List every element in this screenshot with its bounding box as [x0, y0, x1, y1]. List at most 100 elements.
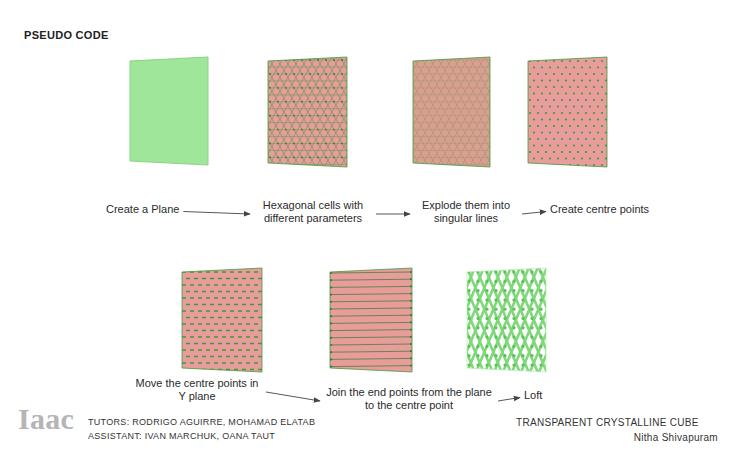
panel-surface — [182, 268, 262, 372]
point-dot — [269, 143, 271, 145]
loft-strip — [368, 268, 412, 372]
moved-point — [218, 304, 222, 306]
point-dot — [333, 129, 335, 131]
loft-strip — [368, 268, 412, 372]
moved-point — [202, 304, 206, 306]
moved-point — [254, 323, 258, 325]
joined-line — [330, 358, 412, 359]
step-caption: Explode them into singular lines — [412, 198, 520, 226]
loft-strip — [341, 268, 385, 372]
loft-strip — [566, 268, 610, 372]
point-dot — [494, 345, 497, 348]
moved-point — [254, 362, 258, 364]
panel-outline — [182, 268, 262, 372]
point-dot — [601, 60, 603, 62]
point-dot — [309, 157, 311, 159]
joined-line — [330, 351, 412, 352]
joined-line — [330, 315, 412, 316]
point-dot — [561, 99, 563, 101]
point-dot — [485, 354, 488, 357]
moved-point — [242, 291, 246, 293]
point-dot — [301, 143, 303, 145]
point-dot — [581, 144, 583, 146]
moved-point — [218, 330, 222, 332]
grid-stroke — [317, 57, 381, 167]
panel-pattern — [140, 57, 452, 167]
moved-point — [206, 297, 210, 299]
loft-strip — [440, 268, 484, 372]
point-dot — [317, 157, 319, 159]
point-dot — [485, 326, 488, 329]
moved-point — [214, 284, 218, 286]
point-dot — [293, 129, 295, 131]
step-text: Explode them into singular lines — [414, 199, 518, 225]
loft-strip — [593, 268, 637, 372]
point-dot — [577, 60, 579, 62]
point-dot — [269, 157, 271, 159]
point-dot — [537, 151, 539, 153]
point-dot — [317, 143, 319, 145]
step-text: Create a Plane — [106, 203, 179, 216]
loft-strip — [458, 268, 502, 372]
point-dot — [503, 326, 506, 329]
point-dot — [569, 125, 571, 127]
point-dot — [317, 129, 319, 131]
point-dot — [597, 144, 599, 146]
point-dot — [549, 144, 551, 146]
point-dot — [309, 101, 311, 103]
point-dot — [285, 157, 287, 159]
grid-stroke — [148, 57, 212, 167]
point-dot — [573, 92, 575, 94]
moved-point — [242, 278, 246, 280]
point-dot — [285, 87, 287, 89]
moved-point — [234, 317, 238, 319]
point-dot — [593, 99, 595, 101]
grid-stroke — [413, 115, 490, 116]
moved-point — [198, 284, 202, 286]
point-dot — [577, 99, 579, 101]
point-dot — [530, 363, 533, 366]
loft-strip — [557, 268, 601, 372]
loft-strip — [494, 268, 538, 372]
point-dot — [325, 143, 327, 145]
point-dot — [503, 363, 506, 366]
point-dot — [593, 112, 595, 114]
moved-point — [194, 291, 198, 293]
grid-stroke — [268, 80, 347, 81]
loft-strip — [314, 268, 358, 372]
moved-point — [190, 362, 194, 364]
point-dot — [573, 144, 575, 146]
moved-point — [238, 297, 242, 299]
moved-point — [190, 349, 194, 351]
grid-stroke — [349, 57, 413, 167]
grid-stroke — [317, 57, 381, 167]
point-dot — [503, 280, 506, 283]
panel-pattern — [528, 57, 607, 167]
point-dot — [545, 151, 547, 153]
point-dot — [541, 131, 543, 133]
point-dot — [601, 125, 603, 127]
point-dot — [569, 60, 571, 62]
loft-strip — [512, 268, 556, 372]
point-dot — [503, 345, 506, 348]
panel-pattern — [330, 268, 412, 372]
grid-stroke — [172, 57, 236, 167]
moved-point — [242, 356, 246, 358]
moved-point — [182, 362, 186, 364]
grid-stroke — [204, 57, 268, 167]
point-dot — [476, 317, 479, 320]
panel-points — [528, 57, 607, 167]
point-dot — [341, 129, 343, 131]
loft-strip — [404, 268, 448, 372]
loft-strip — [314, 268, 358, 372]
moved-point — [254, 297, 258, 299]
point-dot — [539, 308, 542, 311]
panel-hex — [140, 57, 452, 167]
moved-point — [246, 271, 250, 273]
point-dot — [521, 354, 524, 357]
point-dot — [541, 118, 543, 120]
point-dot — [533, 144, 535, 146]
panel-surface — [528, 57, 607, 167]
moved-point — [242, 369, 246, 371]
grid-stroke — [309, 57, 373, 167]
